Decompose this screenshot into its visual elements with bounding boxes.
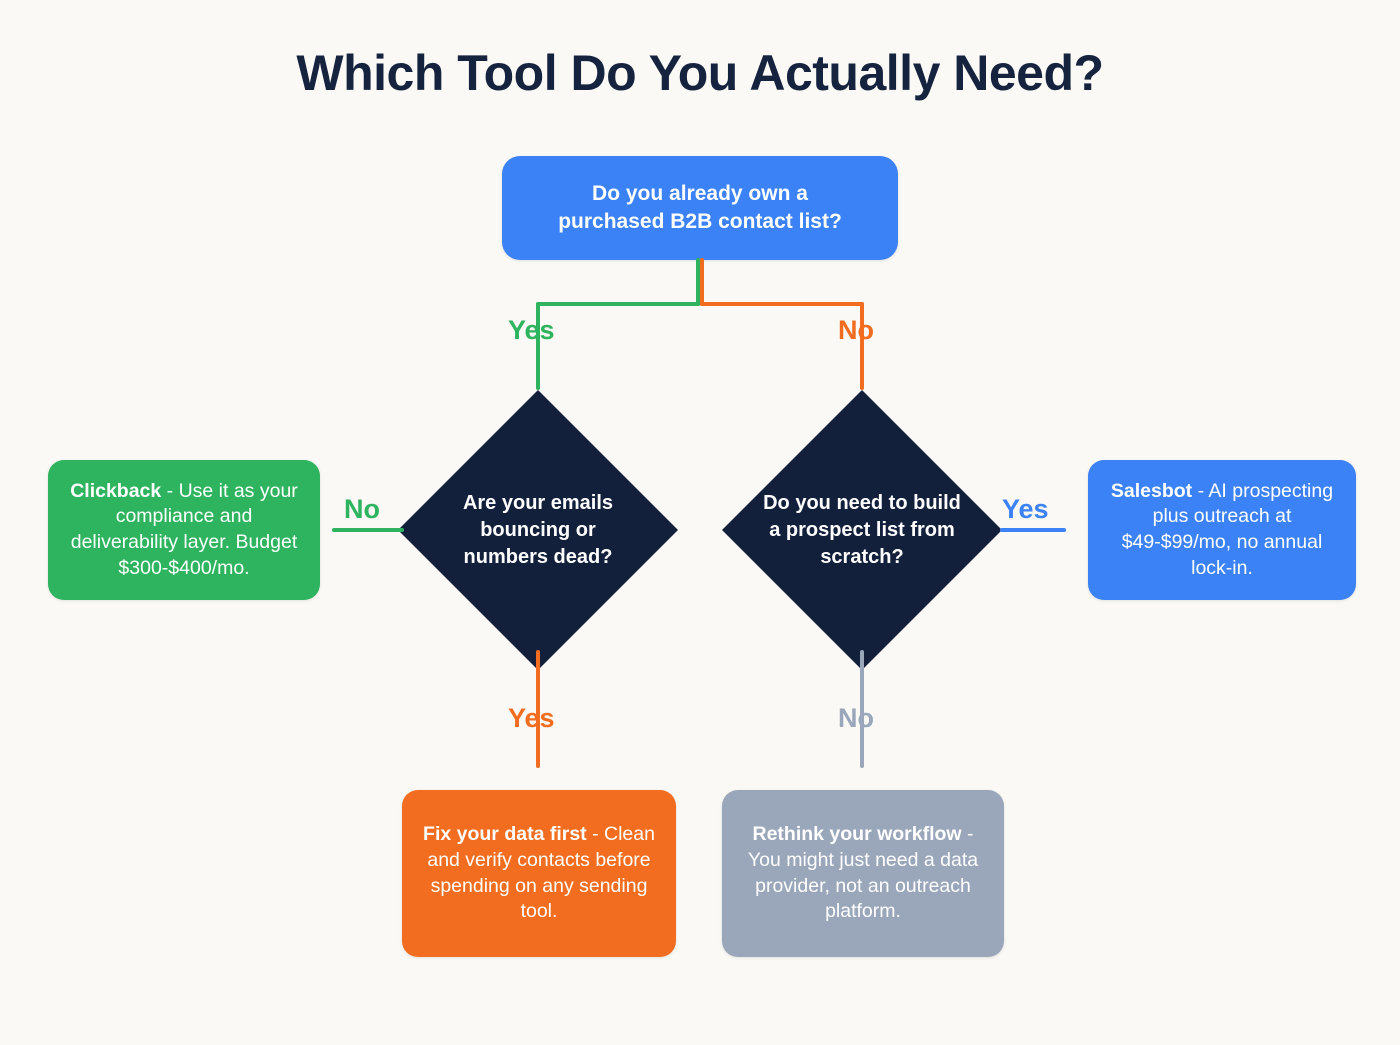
node-outcome-fix-data-text: Fix your data first - Clean and verify c…: [418, 822, 660, 925]
edge-label-right-no: No: [838, 703, 874, 733]
node-outcome-clickback-name: Clickback: [70, 479, 162, 502]
node-outcome-salesbot-desc: - AI prospecting plus outreach at $49-$9…: [1121, 479, 1334, 579]
edge-right-no-line: [860, 650, 864, 768]
node-outcome-clickback-desc: - Use it as your compliance and delivera…: [70, 479, 298, 579]
edge-root-yes-drop: [536, 302, 540, 390]
node-right-question-text: Do you need to build a prospect list fro…: [722, 390, 1002, 670]
node-root-question-line2: purchased B2B contact list?: [558, 210, 842, 233]
node-outcome-fix-data-name: Fix your data first: [423, 823, 587, 846]
node-root-question[interactable]: Do you already own a purchased B2B conta…: [502, 156, 898, 260]
edge-root-yes-stem: [696, 258, 700, 306]
edge-label-left-yes: Yes: [508, 703, 555, 733]
node-outcome-salesbot[interactable]: Salesbot - AI prospecting plus outreach …: [1088, 460, 1356, 600]
node-outcome-rethink[interactable]: Rethink your workflow - You might just n…: [722, 790, 1004, 957]
edge-right-yes-line: [1000, 528, 1066, 532]
edge-label-root-no: No: [838, 315, 874, 345]
node-root-question-line1: Do you already own a: [592, 182, 808, 206]
node-outcome-clickback[interactable]: Clickback - Use it as your compliance an…: [48, 460, 320, 600]
node-outcome-salesbot-text: Salesbot - AI prospecting plus outreach …: [1104, 479, 1340, 582]
edge-root-no-drop: [860, 302, 864, 390]
node-outcome-salesbot-name: Salesbot: [1110, 479, 1193, 502]
edge-label-root-yes: Yes: [508, 315, 555, 345]
node-outcome-clickback-text: Clickback - Use it as your compliance an…: [64, 479, 304, 582]
node-root-question-text: Do you already own a purchased B2B conta…: [558, 180, 842, 235]
node-right-question-line1: Do you need to: [763, 491, 908, 514]
node-left-question[interactable]: Are your emails bouncing or numbers dead…: [398, 390, 678, 670]
node-outcome-fix-data[interactable]: Fix your data first - Clean and verify c…: [402, 790, 676, 957]
page-title: Which Tool Do You Actually Need?: [296, 45, 1104, 101]
edge-label-right-yes: Yes: [1002, 494, 1049, 524]
node-outcome-fix-data-desc: - Clean and verify contacts before spend…: [427, 823, 655, 923]
edge-root-yes-arm: [536, 302, 700, 306]
node-outcome-rethink-text: Rethink your workflow - You might just n…: [738, 822, 988, 925]
edge-root-no-stem: [700, 258, 704, 306]
edge-root-no-arm: [700, 302, 864, 306]
node-right-question-line3: list from scratch?: [820, 518, 955, 568]
edge-left-no-line: [332, 528, 404, 532]
edge-label-left-no: No: [344, 494, 380, 524]
node-left-question-line1: Are your emails: [462, 491, 614, 514]
node-left-question-text: Are your emails bouncing or numbers dead…: [398, 390, 678, 670]
node-outcome-rethink-desc: - You might just need a data provider, n…: [747, 823, 979, 923]
node-right-question[interactable]: Do you need to build a prospect list fro…: [722, 390, 1002, 670]
node-left-question-line3: numbers dead?: [463, 545, 613, 568]
edge-left-yes-line: [536, 650, 540, 768]
node-outcome-rethink-name: Rethink your workflow: [752, 823, 962, 846]
node-right-question-line2: build a prospect: [769, 491, 961, 541]
node-left-question-line2: bouncing or: [480, 518, 596, 541]
